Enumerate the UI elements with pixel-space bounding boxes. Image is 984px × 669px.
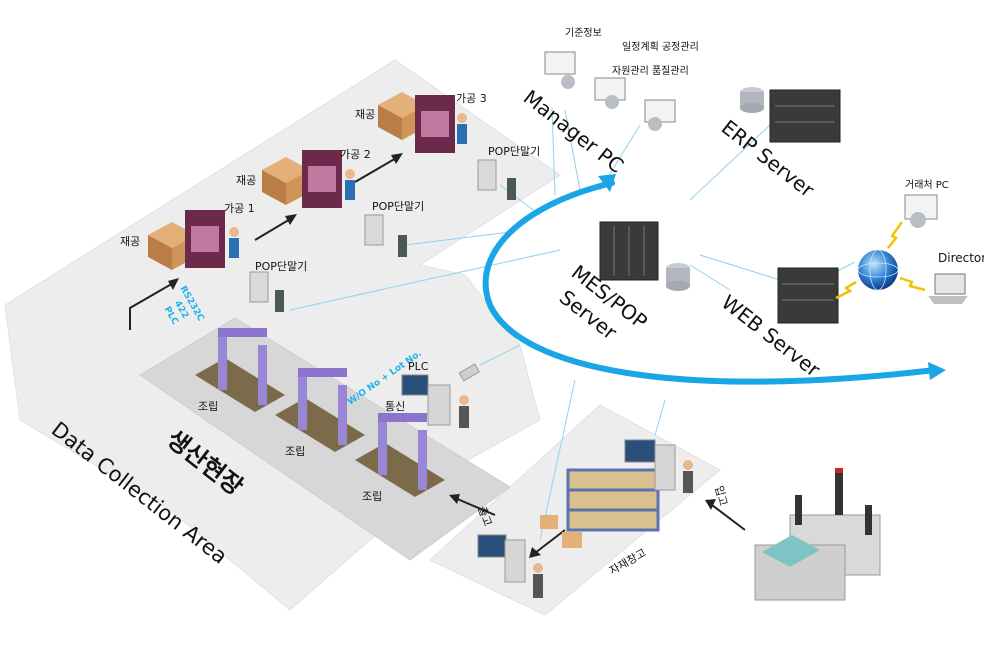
- worker-icon: [457, 113, 467, 123]
- erp-server: [740, 87, 841, 143]
- flow-arrows: [129, 156, 746, 554]
- worker-icon: [229, 227, 239, 237]
- station-3-process-label: 가공 3: [456, 92, 487, 105]
- worker-icon: [345, 169, 355, 179]
- handheld-icon: [398, 235, 407, 257]
- manager-client-2-label: 일정계획 공정관리: [622, 41, 699, 53]
- station-2-process-label: 가공 2: [340, 148, 371, 161]
- lightning-icon: [887, 221, 904, 249]
- server-rack-icon: [777, 267, 839, 324]
- network-backbone-arc: [482, 180, 938, 385]
- plc-monitor-icon: [401, 374, 429, 396]
- factory-building-icon: [754, 468, 881, 601]
- plc-comm-label: 통신: [385, 400, 405, 413]
- station-1-process-label: 가공 1: [224, 202, 255, 215]
- pop-terminal-icon: [364, 214, 384, 246]
- station-3: [378, 92, 516, 200]
- monitor-icon: [644, 99, 676, 123]
- shelving-icon: [566, 468, 660, 532]
- partner-pc-label: 거래처 PC: [905, 179, 949, 191]
- station-2-terminal-label: POP단말기: [372, 200, 424, 213]
- worker-icon: [459, 395, 469, 405]
- gantry: [378, 415, 387, 475]
- manager-client-3-label: 자원관리 품질관리: [612, 65, 689, 77]
- user-icon: [648, 117, 662, 131]
- plc-unit: [401, 363, 480, 428]
- manager-client-1-label: 기준정보: [565, 27, 602, 39]
- station-2: [262, 150, 407, 257]
- server-rack-icon: [769, 89, 841, 143]
- assembly-label-2: 조립: [285, 445, 305, 458]
- station-1-material-label: 재공: [120, 235, 140, 248]
- plc-label: PLC: [408, 360, 429, 373]
- network-links: [289, 107, 856, 541]
- mes-pop-server: [599, 221, 690, 291]
- worker-icon: [533, 563, 543, 573]
- handheld-icon: [275, 290, 284, 312]
- assembly-line-1: [195, 328, 285, 412]
- arc-end-arrow: [928, 362, 946, 380]
- partner-pc: [904, 194, 938, 228]
- scanner-icon: [458, 363, 480, 382]
- user-icon: [910, 212, 926, 228]
- pop-terminal-icon: [249, 271, 269, 303]
- worker-icon: [683, 460, 693, 470]
- pop-terminal-icon: [477, 159, 497, 191]
- gantry: [218, 330, 227, 390]
- assembly-label-3: 조립: [362, 490, 382, 503]
- assembly-line-2: [275, 368, 365, 452]
- lightning-icon: [899, 276, 926, 292]
- assembly-label-1: 조립: [198, 400, 218, 413]
- warehouse-area: [477, 439, 693, 598]
- monitor-icon: [544, 51, 576, 75]
- director-label: Director: [938, 251, 984, 265]
- pallet-boxes-icon: [540, 515, 558, 529]
- arrowheads: [168, 153, 716, 558]
- internet-globe-icon: [835, 221, 926, 300]
- director-laptop-icon: [928, 273, 968, 304]
- arc-start-arrow: [598, 174, 616, 192]
- station-3-terminal-label: POP단말기: [488, 145, 540, 158]
- outbound-kiosk-icon: [477, 534, 507, 558]
- plc-cabinet-icon: [427, 384, 451, 426]
- station-2-material-label: 재공: [236, 174, 256, 187]
- inbound-label: 입고: [712, 484, 730, 507]
- lightning-icon: [835, 280, 857, 300]
- gantry: [298, 370, 307, 430]
- web-server: [777, 267, 839, 324]
- user-icon: [605, 95, 619, 109]
- manager-pc-group: [544, 51, 676, 131]
- handheld-icon: [507, 178, 516, 200]
- inbound-kiosk-icon: [624, 439, 656, 463]
- station-1-terminal-label: POP단말기: [255, 260, 307, 273]
- assembly-line-3: [355, 413, 445, 497]
- user-icon: [561, 75, 575, 89]
- station-1: [148, 210, 284, 312]
- station-3-material-label: 재공: [355, 108, 375, 121]
